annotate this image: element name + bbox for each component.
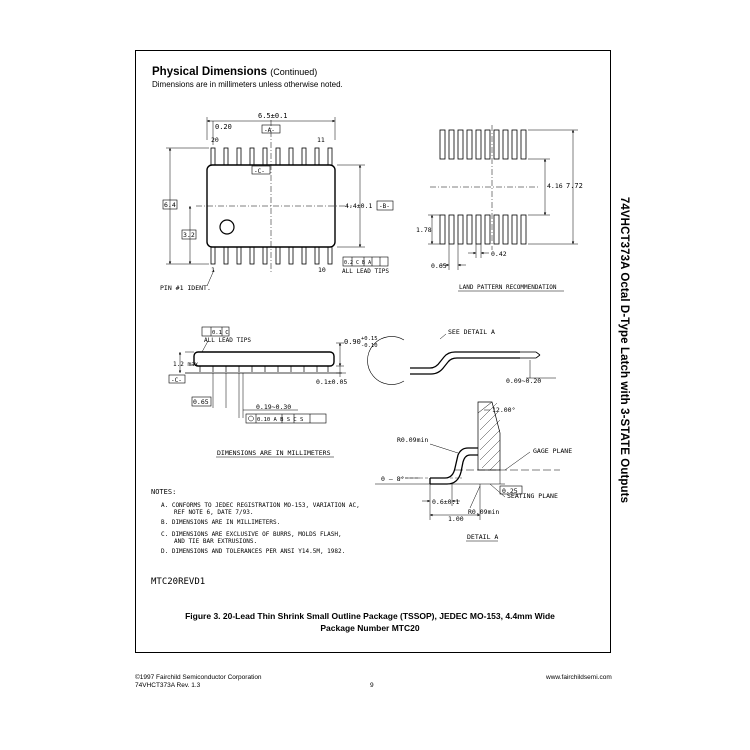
gage-plane: GAGE PLANE (533, 447, 572, 455)
dim-width: 6.5±0.1 (258, 112, 288, 120)
coplanarity-tol: 0.1 C (212, 330, 229, 336)
top-view-labels: 6.5±0.1 -A- 0.20 20 11 1 10 -C- 6.4 3.2 … (160, 112, 390, 292)
dimensions-label: DIMENSIONS ARE IN MILLIMETERS (217, 449, 331, 457)
dim-100: 1.00 (448, 515, 464, 523)
side-leads (199, 366, 329, 372)
all-lead-tips-top: ALL LEAD TIPS (342, 268, 389, 275)
detail-a-label: DETAIL A (467, 533, 498, 541)
drawing-id: MTC20REVD1 (151, 577, 205, 587)
dim-64: 6.4 (164, 201, 176, 209)
footer-doc-rev: 74VHCT373A Rev. 1.3 (135, 682, 201, 689)
caption-line1: Figure 3. 20-Lead Thin Shrink Small Outl… (185, 611, 555, 621)
section-subtitle: Dimensions are in millimeters unless oth… (152, 80, 343, 89)
seating-plane: SEATING PLANE (507, 492, 558, 500)
section-continued: (Continued) (270, 67, 318, 77)
pin1-marker (219, 219, 235, 235)
ref-a: -A- (264, 127, 275, 134)
dim-44: 4.4±0.1 (345, 202, 372, 210)
dim-090: 0.90 (344, 338, 361, 346)
dim-772: 7.72 (566, 182, 583, 190)
note-a-line2: REF NOTE 6, DATE 7/93. (174, 509, 253, 516)
side-body (193, 351, 335, 367)
dim-042: 0.42 (491, 250, 507, 258)
land-pattern-label: LAND PATTERN RECOMMENDATION (459, 284, 557, 291)
footer-page-number: 9 (370, 682, 374, 689)
r009-top: R0.09min (397, 436, 428, 444)
note-c-line1: C. DIMENSIONS ARE EXCLUSIVE OF BURRS, MO… (161, 531, 342, 538)
note-a-line1: A. CONFORMS TO JEDEC REGISTRATION MO-153… (161, 502, 360, 509)
dim-32: 3.2 (183, 231, 195, 239)
dim-12max: 1.2 max (173, 361, 199, 368)
dim-025: 0.25 (502, 487, 518, 495)
pin11-label: 11 (317, 136, 325, 144)
ref-b: -B- (379, 203, 390, 210)
flatness-tol: 0.2 C B A (344, 260, 371, 266)
dim-019: 0.19~0.30 (256, 403, 291, 411)
figure-caption: Figure 3. 20-Lead Thin Shrink Small Outl… (170, 610, 570, 634)
position-tol: 0.10 A B S C S (257, 417, 303, 423)
angle-12: 12.00° (492, 406, 515, 414)
land-pattern (428, 125, 578, 292)
side-view-labels: 0.1 C ALL LEAD TIPS 0.90 +0.15 -0.10 1.2… (171, 330, 378, 457)
section-header: Physical Dimensions (Continued) (152, 66, 317, 78)
see-detail-labels: SEE DETAIL A 0.09~0.20 (448, 328, 541, 385)
dim-06: 0.6±0.1 (432, 498, 459, 506)
dim-009-020: 0.09~0.20 (506, 377, 541, 385)
land-pattern-labels: 4.16 7.72 1.78 0.42 0.65 LAND PATTERN RE… (416, 182, 583, 291)
top-leads (210, 147, 333, 166)
ref-c-top: -C- (254, 168, 265, 175)
see-detail-label: SEE DETAIL A (448, 328, 495, 336)
dim-065-land: 0.65 (431, 262, 447, 270)
section-title: Physical Dimensions (152, 66, 268, 78)
dim-436: 4.16 (547, 182, 563, 190)
dim-01: 0.1±0.05 (316, 378, 347, 386)
footer-website: www.fairchildsemi.com (546, 674, 612, 681)
detail-a (375, 401, 560, 542)
note-d: D. DIMENSIONS AND TOLERANCES PER ANSI Y1… (161, 548, 345, 555)
side-view (168, 326, 346, 458)
r009-bot: R0.09min (468, 508, 499, 516)
pin20-label: 20 (211, 136, 219, 144)
tol-minus: -0.10 (361, 343, 378, 349)
land-pads-top (439, 129, 527, 160)
land-pads-bottom (439, 214, 527, 245)
top-view (162, 117, 394, 287)
tol-plus: +0.15 (361, 336, 378, 342)
pin10-label: 10 (318, 266, 326, 274)
dim-065-side: 0.65 (193, 398, 209, 406)
all-lead-tips-side: ALL LEAD TIPS (204, 337, 251, 344)
pin1-label: 1 (211, 266, 215, 274)
footer-left: ©1997 Fairchild Semiconductor Corporatio… (135, 674, 262, 690)
footer-copyright: ©1997 Fairchild Semiconductor Corporatio… (135, 674, 262, 681)
ref-c-side: -C- (171, 377, 182, 384)
notes: NOTES: A. CONFORMS TO JEDEC REGISTRATION… (151, 488, 360, 587)
bottom-leads (210, 246, 333, 265)
detail-a-labels: 12.00° R0.09min GAGE PLANE 0 – 8° 0.25 0… (381, 406, 572, 541)
notes-title: NOTES: (151, 488, 176, 496)
dim-178: 1.78 (416, 226, 432, 234)
angle-08: 0 – 8° (381, 475, 404, 483)
caption-line2: Package Number MTC20 (320, 623, 420, 633)
note-b: B. DIMENSIONS ARE IN MILLIMETERS. (161, 519, 280, 526)
dim-020: 0.20 (215, 123, 232, 131)
note-c-line2: AND TIE BAR EXTRUSIONS. (174, 538, 257, 545)
see-detail-view (367, 333, 556, 385)
pin1-ident: PIN #1 IDENT. (160, 284, 211, 292)
